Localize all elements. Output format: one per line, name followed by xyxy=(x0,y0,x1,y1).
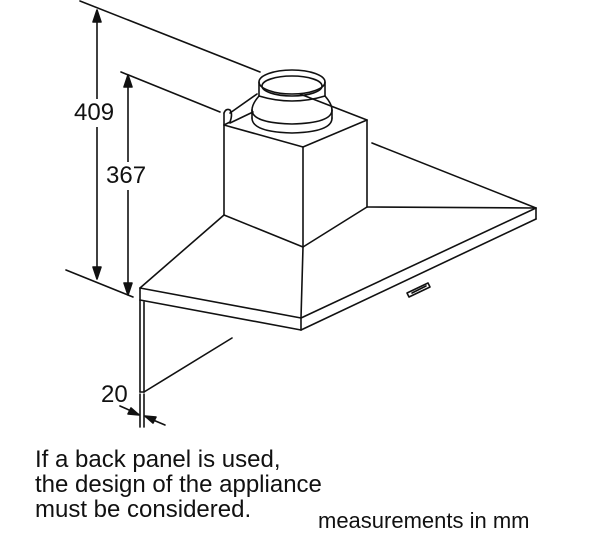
dimension-409-line xyxy=(92,9,102,280)
note-line-3: must be considered. xyxy=(35,496,252,523)
dimension-409-label: 409 xyxy=(74,99,115,127)
dimension-20-label: 20 xyxy=(101,381,128,408)
duct-connector xyxy=(251,69,333,134)
control-panel xyxy=(406,282,431,298)
dimension-20-line xyxy=(119,393,166,428)
note-line-1: If a back panel is used, xyxy=(35,446,281,473)
units-note: measurements in mm xyxy=(318,508,530,533)
canopy xyxy=(139,142,537,331)
chimney-box xyxy=(223,93,368,248)
note-line-2: the design of the appliance xyxy=(35,471,322,498)
dimension-367-label: 367 xyxy=(106,162,147,190)
extension-lines xyxy=(65,0,261,298)
back-panel xyxy=(139,299,233,393)
back-panel-note: If a back panel is used, the design of t… xyxy=(35,447,322,522)
